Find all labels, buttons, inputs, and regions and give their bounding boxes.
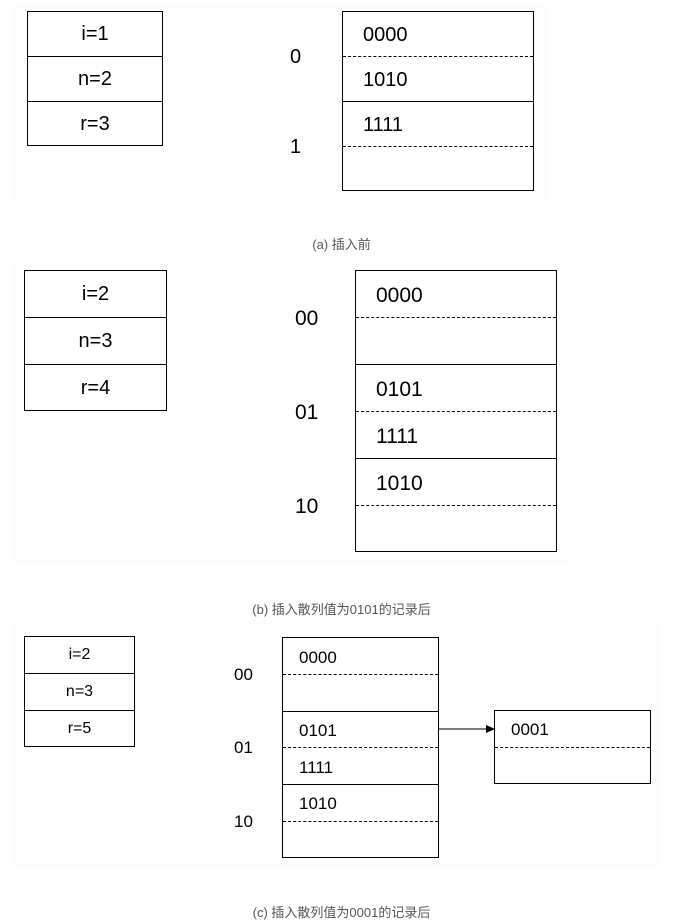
param-i: i=1 (81, 22, 109, 45)
record: 0001 (511, 720, 549, 739)
param-r: r=5 (25, 710, 134, 747)
param-n: n=3 (25, 317, 166, 364)
record: 1111 (299, 758, 334, 777)
bucket-label: 10 (295, 495, 319, 518)
bucket-label: 00 (234, 665, 253, 684)
bucket-array-c: 0000 0101 1111 1010 (282, 637, 439, 858)
bucket-array-b: 0000 0101 1111 1010 (355, 270, 557, 552)
bucket-label: 10 (234, 812, 253, 831)
record: 0000 (363, 24, 408, 46)
overflow-bucket: 0001 (494, 710, 651, 784)
record: 0000 (299, 648, 337, 667)
record: 0101 (376, 378, 423, 401)
caption-a: (a) 插入前 (312, 237, 371, 252)
record: 1010 (363, 69, 408, 91)
bucket-label: 01 (234, 738, 253, 757)
params-table-b: i=2 n=3 r=4 (24, 270, 167, 411)
param-i: i=2 (68, 646, 91, 663)
caption-b: (b) 插入散列值为0101的记录后 (252, 602, 431, 617)
bucket-array-a: 0000 1010 1111 (342, 11, 534, 191)
bucket-label: 00 (295, 307, 319, 330)
param-r: r=4 (25, 364, 166, 411)
record: 1111 (363, 114, 404, 136)
param-r: r=3 (28, 101, 162, 146)
bucket-label: 1 (290, 136, 302, 158)
bucket-label: 0 (290, 46, 302, 68)
overflow-arrow (439, 725, 495, 733)
param-n: n=3 (25, 673, 134, 710)
params-table-c: i=2 n=3 r=5 (24, 636, 135, 747)
record: 0101 (299, 721, 337, 740)
record: 1010 (299, 794, 337, 813)
record: 0000 (376, 284, 423, 307)
param-i: i=2 (81, 282, 110, 305)
param-n: n=2 (28, 56, 162, 101)
params-table-a: i=1 n=2 r=3 (27, 11, 163, 146)
record: 1111 (376, 425, 419, 448)
bucket-label: 01 (295, 401, 319, 424)
record: 1010 (376, 472, 423, 495)
caption-c: (c) 插入散列值为0001的记录后 (252, 905, 431, 920)
